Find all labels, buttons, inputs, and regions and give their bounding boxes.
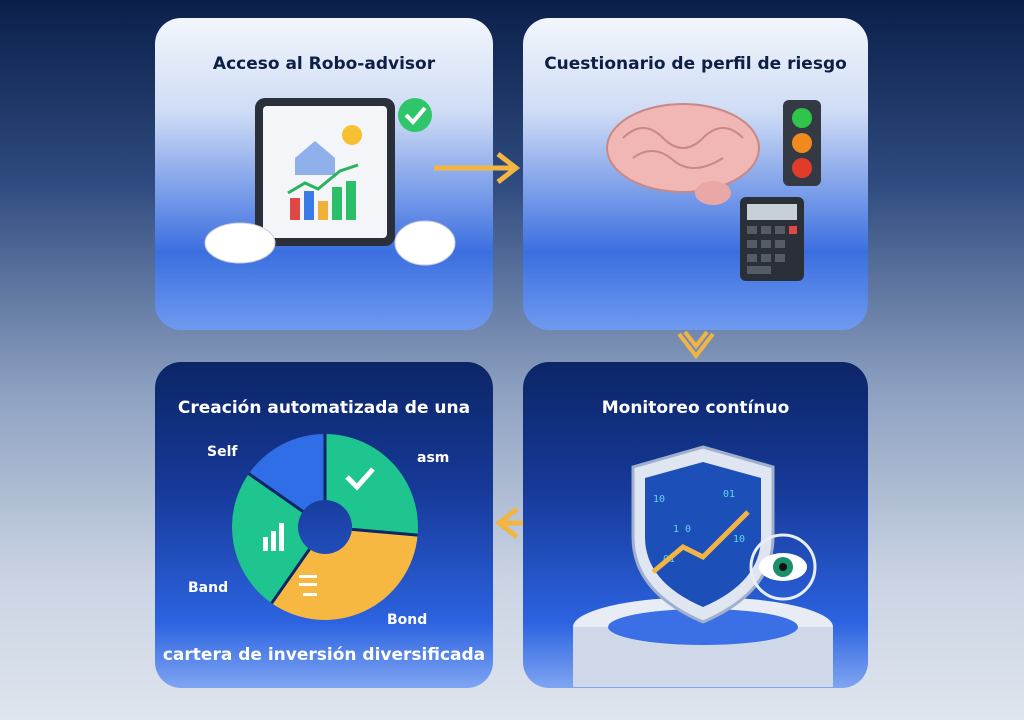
pie-label-bond: Bond	[387, 612, 428, 628]
svg-text:10: 10	[653, 494, 665, 505]
svg-text:01: 01	[723, 489, 735, 500]
calculator-icon	[740, 197, 804, 281]
brain-icon	[606, 103, 760, 205]
step-title: Monitoreo contínuo	[601, 398, 790, 418]
arrow-down-icon	[677, 330, 715, 360]
pie-slice-band	[232, 473, 310, 604]
svg-text:1 0: 1 0	[673, 524, 691, 535]
pie-slice-self	[248, 434, 325, 512]
pie-label-self: Self	[207, 444, 238, 460]
pie-label-asm: asm	[417, 450, 450, 466]
portfolio-pie-chart	[232, 434, 418, 620]
step-title: Creación automatizada de una	[177, 398, 471, 418]
arrow-right-icon	[434, 152, 521, 184]
step-card-portfolio-creation: Creación automatizada de una Self asm Ba…	[155, 362, 493, 688]
pie-slice-asm	[325, 434, 418, 536]
pie-label-band: Band	[188, 580, 229, 596]
step-title: Cuestionario de perfil de riesgo	[544, 54, 847, 74]
step-card-robo-advisor-access: Acceso al Robo-advisor	[155, 18, 493, 330]
traffic-light-icon	[783, 100, 821, 186]
step-card-risk-questionnaire: Cuestionario de perfil de riesgo	[523, 18, 868, 330]
step-title: Acceso al Robo-advisor	[212, 54, 436, 74]
step-subtitle: cartera de inversión diversificada	[162, 645, 486, 665]
tablet-illustration	[204, 98, 456, 266]
svg-text:10: 10	[733, 534, 745, 545]
